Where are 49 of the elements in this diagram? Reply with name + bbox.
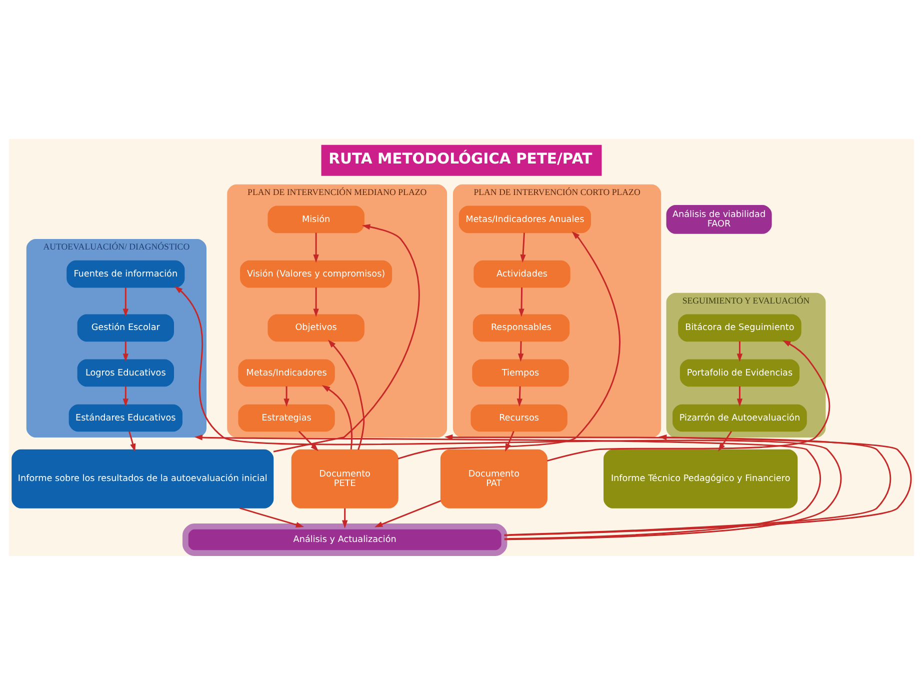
arrow <box>518 286 524 316</box>
arrow <box>194 434 821 540</box>
arrow <box>374 500 442 527</box>
node-box: Visión (Valores y compromisos) <box>240 260 392 288</box>
diagram-title: RUTA METODOLÓGICA PETE/PAT <box>328 150 592 167</box>
node-box: Recursos <box>470 404 568 432</box>
node-box: Logros Educativos <box>77 358 174 386</box>
arrow <box>174 286 842 540</box>
arrow <box>322 384 353 449</box>
arrow <box>342 508 348 528</box>
node-box: Análisis de viabilidad FAOR <box>666 204 772 234</box>
arrow <box>122 386 128 406</box>
node-box: Fuentes de información <box>66 260 185 288</box>
arrow <box>518 340 524 362</box>
arrow <box>298 430 318 451</box>
node-box: Documento PETE <box>291 448 398 508</box>
arrow <box>128 430 136 452</box>
node-box: Objetivos <box>268 314 364 342</box>
arrow <box>284 386 290 406</box>
node-box: Informe Técnico Pedagógico y Financiero <box>604 448 798 508</box>
node-box: Misión <box>268 205 364 233</box>
node-box: Responsables <box>472 314 570 342</box>
arrow <box>122 287 128 316</box>
node-box: Documento PAT <box>440 448 548 508</box>
node-box: Informe sobre los resultados de la autoevaluación inicial <box>12 448 274 508</box>
arrow <box>736 386 743 406</box>
arrow <box>239 506 304 527</box>
arrow <box>547 340 830 462</box>
arrow <box>313 287 319 316</box>
node-box: Metas/Indicadores Anuales <box>458 205 591 233</box>
node-box: Análisis y Actualización <box>182 523 508 556</box>
node-box: Metas/Indicadores <box>238 358 335 386</box>
arrow <box>122 340 128 362</box>
arrow <box>444 434 891 536</box>
arrow <box>516 386 522 406</box>
node-box: Portafolio de Evidencias <box>680 358 800 386</box>
node-box: Actividades <box>474 260 570 288</box>
arrow <box>328 339 365 450</box>
arrow <box>313 232 319 262</box>
node-box: Pizarrón de Autoevaluación <box>672 404 807 432</box>
node-box: Estrategias <box>238 404 335 432</box>
arrow <box>736 340 743 362</box>
arrow <box>520 232 526 262</box>
node-box: Bitácora de Seguimiento <box>678 314 802 342</box>
arrow <box>273 224 420 452</box>
node-box: Estándares Educativos <box>68 404 182 432</box>
node-box: Gestión Escolar <box>77 314 174 342</box>
arrow <box>398 230 620 459</box>
node-box: Tiempos <box>472 358 569 386</box>
